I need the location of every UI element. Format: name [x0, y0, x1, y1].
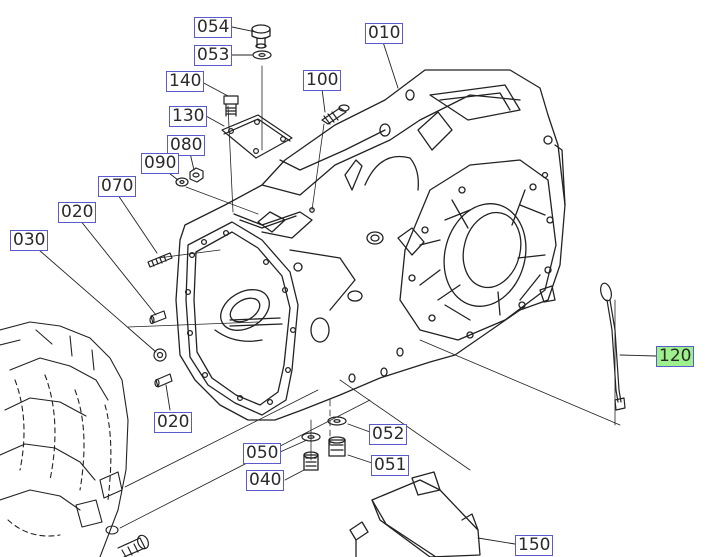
stud-100 [321, 104, 350, 125]
callout-020-lower[interactable]: 020 [154, 412, 193, 433]
callout-120[interactable]: 120 [656, 346, 695, 367]
callout-150[interactable]: 150 [515, 535, 554, 556]
callout-051[interactable]: 051 [371, 455, 410, 476]
bolt-lower-left [117, 534, 150, 557]
callout-052[interactable]: 052 [369, 424, 408, 445]
washer-052 [327, 416, 347, 426]
stud-070 [147, 252, 173, 268]
washer-053 [252, 50, 272, 60]
bolt-054 [251, 24, 271, 49]
callout-130[interactable]: 130 [169, 106, 208, 127]
nut-080 [189, 167, 204, 183]
washer-050 [301, 432, 321, 442]
callout-050[interactable]: 050 [243, 443, 282, 464]
callout-020-upper[interactable]: 020 [58, 202, 97, 223]
callout-053[interactable]: 053 [194, 45, 233, 66]
pin-020-lower [154, 373, 173, 388]
callout-010[interactable]: 010 [365, 23, 404, 44]
callout-030[interactable]: 030 [10, 230, 49, 251]
callout-100[interactable]: 100 [303, 70, 342, 91]
callout-140[interactable]: 140 [166, 71, 205, 92]
callout-090[interactable]: 090 [141, 153, 180, 174]
callout-054[interactable]: 054 [194, 17, 233, 38]
bush-030 [153, 348, 167, 362]
plug-140 [223, 95, 239, 117]
engine-block [0, 321, 129, 557]
pin-020-upper [149, 310, 167, 325]
bracket-150 [349, 471, 481, 557]
washer-090 [175, 177, 189, 187]
transmission-case-010 [175, 69, 566, 421]
callout-040[interactable]: 040 [246, 470, 285, 491]
drain-plug-040 [303, 451, 319, 471]
callout-070[interactable]: 070 [98, 176, 137, 197]
dipstick-120 [600, 282, 626, 411]
leader-lines [38, 26, 657, 545]
plug-051 [328, 436, 346, 457]
callout-080[interactable]: 080 [167, 135, 206, 156]
cover-plate-130 [221, 114, 293, 159]
